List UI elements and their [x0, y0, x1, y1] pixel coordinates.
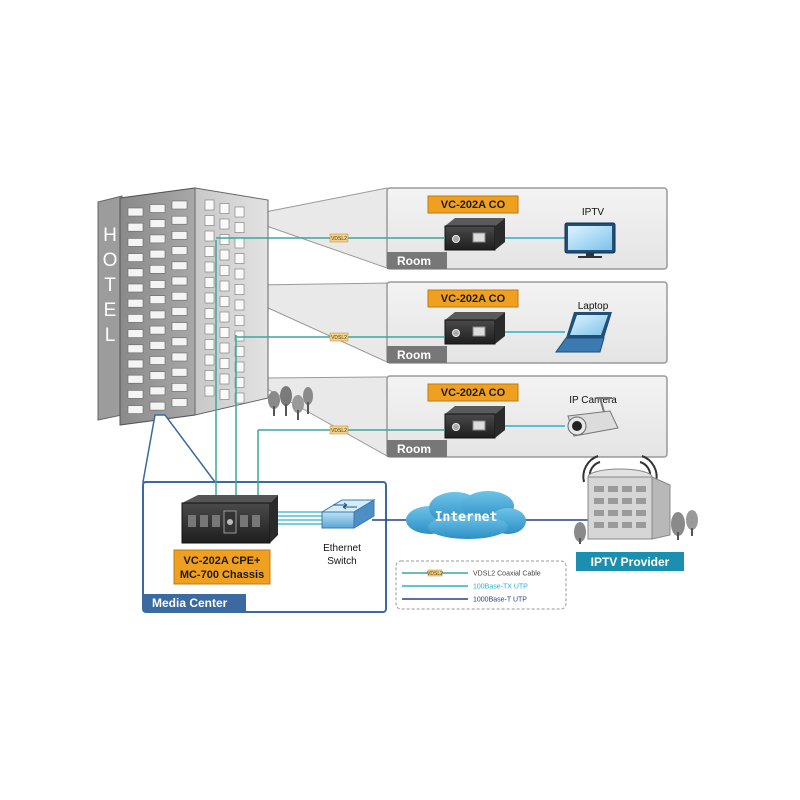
- room-tab: [387, 346, 447, 363]
- internet-label: Internet: [435, 510, 498, 525]
- hotel-sign-letter: O: [103, 250, 118, 271]
- svg-text:VDSL2: VDSL2: [331, 236, 347, 242]
- device-label: VC-202A CO: [441, 387, 506, 399]
- media-center-tab: [143, 594, 246, 612]
- room-panel: Room VC-202A CO IPTV: [386, 187, 668, 270]
- device-label-box: [427, 289, 519, 308]
- switch-label-line1: Ethernet: [323, 543, 361, 554]
- media-center-wedge: [142, 414, 217, 483]
- mc700-chassis: [181, 495, 278, 544]
- room-callouts: [254, 187, 388, 457]
- room-label: Room: [397, 254, 431, 268]
- provider-building-icon: [574, 455, 698, 544]
- vdsl-converter-icon: [444, 406, 505, 439]
- vdsl-converter-icon: [444, 218, 505, 251]
- media-center-title: Media Center: [152, 596, 228, 610]
- laptop-icon: [555, 312, 612, 353]
- trees: [268, 386, 313, 420]
- ethernet-switch-icon: [320, 499, 376, 529]
- chassis-label-line1: VC-202A CPE+: [184, 555, 261, 567]
- side-windows: [204, 199, 245, 404]
- vdsl2-cable-tag: VDSL2: [329, 332, 349, 342]
- vdsl2-cable-tag: VDSL2: [329, 233, 349, 243]
- vdsl-converter-icon: [444, 312, 505, 345]
- hotel-sign-letter: E: [104, 300, 117, 321]
- svg-text:VDSL2: VDSL2: [331, 428, 347, 434]
- legend-label: VDSL2 Coaxial Cable: [473, 571, 541, 578]
- hotel-sign-letter: H: [103, 225, 117, 246]
- room-label: Room: [397, 348, 431, 362]
- svg-text:VDSL2: VDSL2: [427, 571, 443, 577]
- svg-text:VDSL2: VDSL2: [331, 335, 347, 341]
- callout-wedge-2: [254, 282, 388, 363]
- endpoint-label: IP Camera: [569, 395, 617, 406]
- internet-cloud-icon: [406, 491, 526, 539]
- provider-label: IPTV Provider: [591, 555, 670, 569]
- chassis-label-line2: MC-700 Chassis: [180, 569, 264, 581]
- callout-wedge-1: [254, 187, 388, 269]
- device-label: VC-202A CO: [441, 293, 506, 305]
- room-panel: Room VC-202A CO IP Camera: [386, 375, 668, 458]
- room-tab: [387, 252, 447, 269]
- endpoint-label: Laptop: [578, 301, 609, 312]
- hotel-sign-letter: T: [104, 275, 116, 296]
- front-windows: [127, 200, 188, 414]
- legend: VDSL2 VDSL2 Coaxial Cable 100Base-TX UTP 10…: [402, 569, 541, 604]
- device-label-box: [427, 383, 519, 402]
- chassis-label-box: [173, 549, 271, 585]
- vdsl2-cable-tag: VDSL2: [329, 425, 349, 435]
- device-label: VC-202A CO: [441, 199, 506, 211]
- legend-item: 100Base-TX UTP: [402, 584, 528, 591]
- room-tab: [387, 440, 447, 457]
- endpoint-label: IPTV: [582, 207, 605, 218]
- room-panel: Room VC-202A CO Laptop: [386, 281, 668, 364]
- device-label-box: [427, 195, 519, 214]
- legend-label: 1000Base-T UTP: [473, 597, 527, 604]
- provider-label-box: [576, 552, 684, 571]
- tv-icon: [564, 222, 616, 258]
- room-label: Room: [397, 442, 431, 456]
- switch-label-line2: Switch: [327, 556, 356, 567]
- legend-item: 1000Base-T UTP: [402, 597, 527, 604]
- camera-icon: [567, 397, 619, 437]
- legend-label: 100Base-TX UTP: [473, 584, 528, 591]
- legend-item: VDSL2 VDSL2 Coaxial Cable: [402, 569, 541, 578]
- hotel-sign-letter: L: [105, 325, 116, 346]
- callout-wedge-3: [261, 376, 388, 457]
